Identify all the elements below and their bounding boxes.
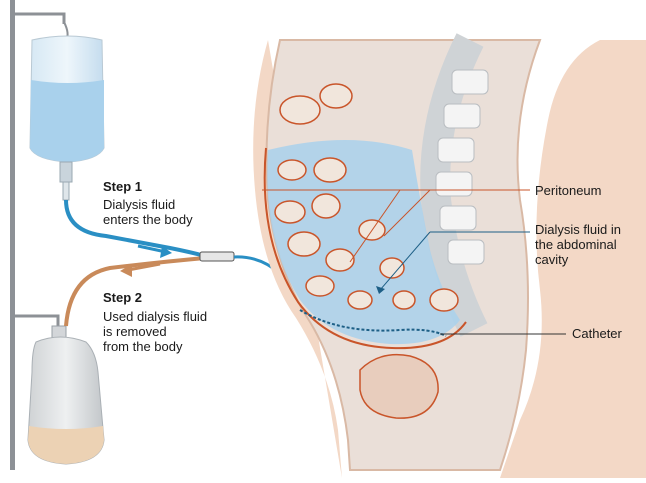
catheter-label: Catheter (572, 326, 622, 341)
step-1-title: Step 1 (103, 179, 142, 194)
pelvic-organs (360, 355, 438, 419)
step-1-text: Dialysis fluid enters the body (103, 197, 193, 227)
step-2-text: Used dialysis fluid is removed from the … (103, 309, 207, 354)
step-2-title: Step 2 (103, 290, 142, 305)
peritoneum-label: Peritoneum (535, 183, 601, 198)
fresh-fluid-bag (30, 22, 104, 200)
used-fluid-bag (28, 326, 104, 464)
dialysis-fluid-label: Dialysis fluid in the abdominal cavity (535, 222, 621, 267)
